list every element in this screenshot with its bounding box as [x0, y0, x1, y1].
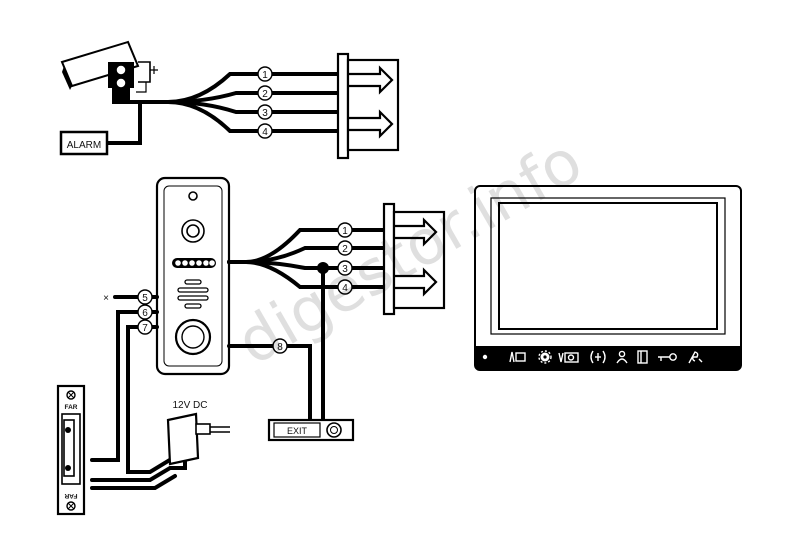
lock-wire-7: 7 [142, 323, 148, 334]
power-label: 12V DC [172, 400, 207, 411]
dot-icon [482, 354, 488, 360]
camera-wire-tags: 1 2 3 4 [257, 66, 273, 139]
user-icon [616, 350, 628, 364]
exit-wiring [227, 266, 325, 422]
camera-wire-2: 2 [262, 89, 268, 100]
lock-wire-5: 5 [142, 293, 148, 304]
junction-dot [317, 262, 329, 274]
lock-mark-top: FAR [65, 404, 78, 411]
lock-wire-6: 6 [142, 308, 148, 319]
handset-icon [688, 351, 703, 364]
intercom-icon [509, 351, 526, 363]
alarm-box: ALARM [59, 130, 109, 156]
power-supply: 12V DC [166, 400, 230, 466]
panel-wire-2: 2 [342, 244, 348, 255]
broadcast-icon [590, 350, 606, 364]
door-panel [155, 176, 231, 376]
monitor-buttons [482, 350, 703, 364]
exit-button: EXIT [267, 418, 355, 442]
door-icon [637, 350, 648, 364]
camera-wire-1: 1 [262, 70, 268, 81]
panel-cable [227, 228, 386, 289]
camera-wire-4: 4 [262, 127, 268, 138]
camera-connector [336, 52, 400, 160]
camera [60, 40, 158, 104]
lock-wire-tags: 5 6 7 [137, 289, 153, 335]
unused-wire-marker: × [103, 293, 109, 304]
panel-wire-3: 3 [342, 264, 348, 275]
camera-wire-3: 3 [262, 108, 268, 119]
camera-icon [558, 352, 579, 363]
panel-wire-1: 1 [342, 226, 348, 237]
key-icon [658, 353, 677, 361]
wire-8-tag: 8 [272, 338, 288, 354]
camera-cable [106, 72, 340, 145]
exit-label: EXIT [287, 426, 308, 436]
alarm-label: ALARM [67, 140, 101, 151]
gear-icon [538, 350, 552, 364]
lock-mark-bottom: FAR [64, 492, 77, 499]
electric-lock: FAR FAR [56, 384, 86, 516]
panel-connector [382, 202, 446, 316]
monitor [474, 185, 742, 371]
panel-wire-tags: 1 2 3 4 [337, 222, 353, 295]
svg-text:8: 8 [277, 342, 283, 353]
panel-wire-4: 4 [342, 283, 348, 294]
